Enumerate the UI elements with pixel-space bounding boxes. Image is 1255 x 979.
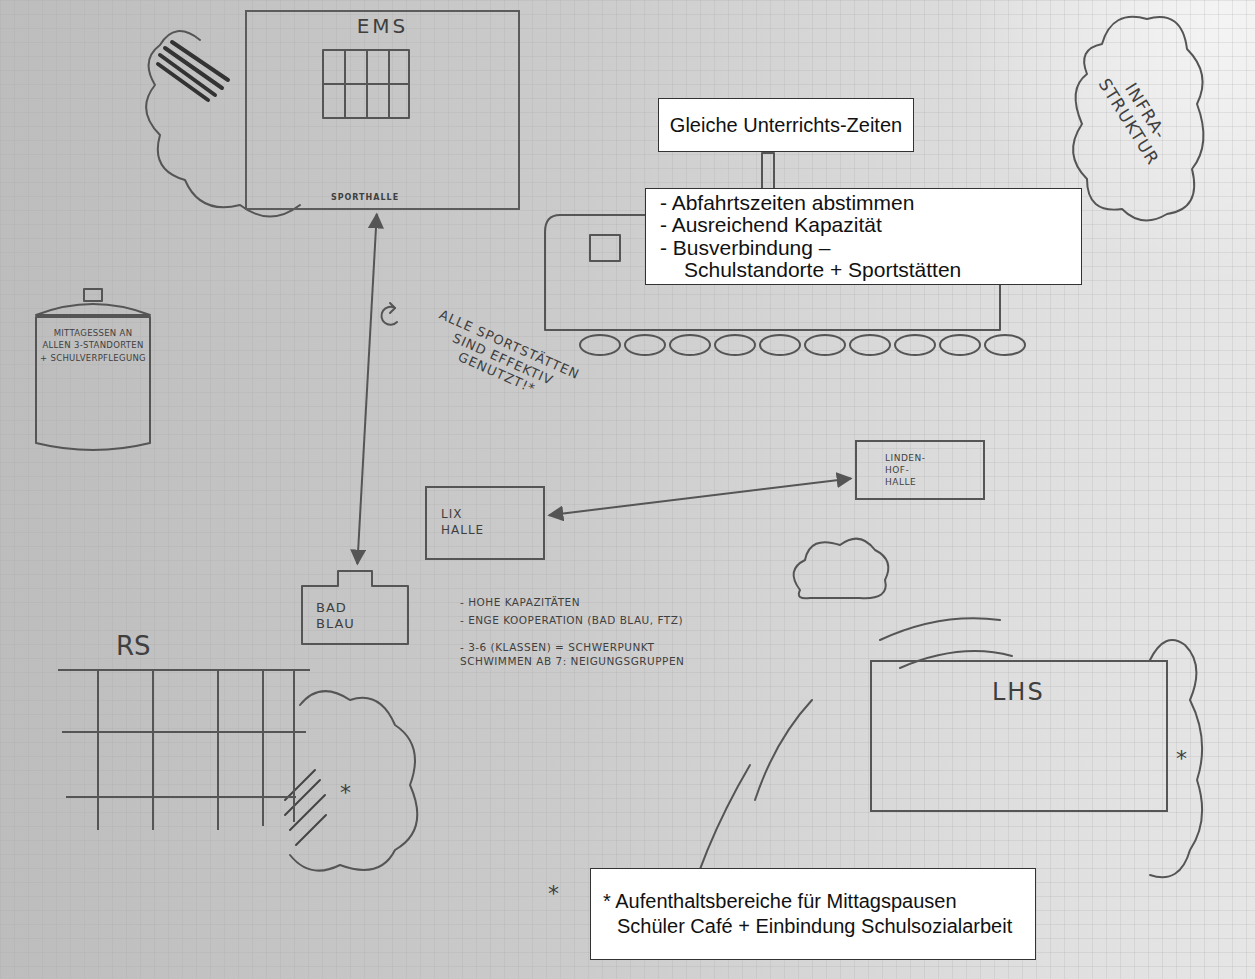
wheel [670, 335, 710, 355]
school-building: EMS SPORTHALLE [245, 10, 520, 210]
wheel [715, 335, 755, 355]
footnote-marker: * [340, 780, 351, 805]
topic-cloud-shape [1073, 17, 1203, 221]
small-cloud [794, 539, 889, 599]
handwritten-note: - HOHE KAPAZITÄTEN [460, 596, 720, 608]
school-building: RS [58, 632, 316, 832]
wheel [985, 335, 1025, 355]
topic-cloud: INFRA-STRUKTUR [1062, 4, 1212, 229]
school-building-outline [58, 632, 316, 832]
wheel [805, 335, 845, 355]
cycle-symbol-head [390, 303, 395, 313]
handwritten-note: - 3-6 (KLASSEN) = SCHWERPUNKT SCHWIMMEN … [460, 640, 700, 668]
cloud-outline [1150, 640, 1202, 877]
node-text: * Aufenthaltsbereiche für Mittagspausen … [603, 889, 1017, 939]
node-text: BAD BLAU [316, 600, 366, 633]
hatching [285, 770, 326, 845]
node-text: Gleiche Unterrichts-Zeiten [670, 114, 902, 137]
cloud-scribble [146, 31, 300, 216]
double-arrow-connector [357, 214, 376, 564]
node-text: EMS [357, 14, 409, 38]
wheel [760, 335, 800, 355]
sign-pole [762, 153, 774, 189]
bus-window [590, 235, 620, 261]
sports-hall: SPORTHALLE [313, 48, 417, 206]
wheel [940, 335, 980, 355]
wheel [850, 335, 890, 355]
handwritten-note: ALLE SPORTSTÄTTEN SIND EFFEKTIV GENUTZT!… [409, 300, 597, 418]
school-building-shape [58, 670, 310, 830]
hatching [158, 42, 228, 100]
sports-hall-box: LIX HALLE [425, 486, 545, 560]
footnote-box: * Aufenthaltsbereiche für Mittagspausen … [590, 868, 1036, 960]
node-text: LINDEN-HOF-HALLE [885, 452, 940, 488]
node-text: - Busverbindung – Schulstandorte + Sport… [660, 237, 969, 282]
node-text: MITTAGESSEN AN ALLEN 3-STANDORTEN + SCHU… [39, 327, 147, 364]
sketch-stroke [880, 618, 1000, 640]
wheel [625, 335, 665, 355]
bullet-box: - Abfahrtszeiten abstimmen- Ausreichend … [645, 188, 1082, 285]
sports-hall-outline [313, 48, 417, 206]
double-arrow-connector [549, 478, 851, 515]
sports-hall-shape [323, 50, 409, 118]
swimming-pool: BAD BLAU [300, 568, 410, 646]
school-building: LHS [870, 660, 1168, 812]
footnote-marker: * [1176, 746, 1187, 771]
node-text: SPORTHALLE [331, 193, 399, 202]
wheel [895, 335, 935, 355]
sketch-stroke [755, 700, 812, 800]
cooking-pot-outline [28, 285, 158, 457]
sign-box: Gleiche Unterrichts-Zeiten [658, 98, 914, 152]
node-text: - Ausreichend Kapazität [660, 214, 969, 236]
swimming-pool-shape [302, 571, 408, 644]
node-text: - Abfahrtszeiten abstimmen [660, 192, 969, 214]
node-text: INFRA-STRUKTUR [1091, 59, 1182, 173]
node-text: LIX HALLE [441, 507, 491, 538]
wheel [580, 335, 620, 355]
cooking-pot-shape [36, 289, 150, 450]
cooking-pot: MITTAGESSEN AN ALLEN 3-STANDORTEN + SCHU… [28, 285, 158, 457]
handwritten-note: - ENGE KOOPERATION (BAD BLAU, FTZ) [460, 614, 720, 626]
node-text: LHS [992, 678, 1045, 706]
node-text: RS [116, 632, 151, 662]
bus-wheels [580, 335, 1025, 355]
sports-hall-box: LINDEN-HOF-HALLE [855, 440, 985, 500]
footnote-marker: * [548, 881, 559, 906]
cloud-outline [290, 691, 417, 871]
